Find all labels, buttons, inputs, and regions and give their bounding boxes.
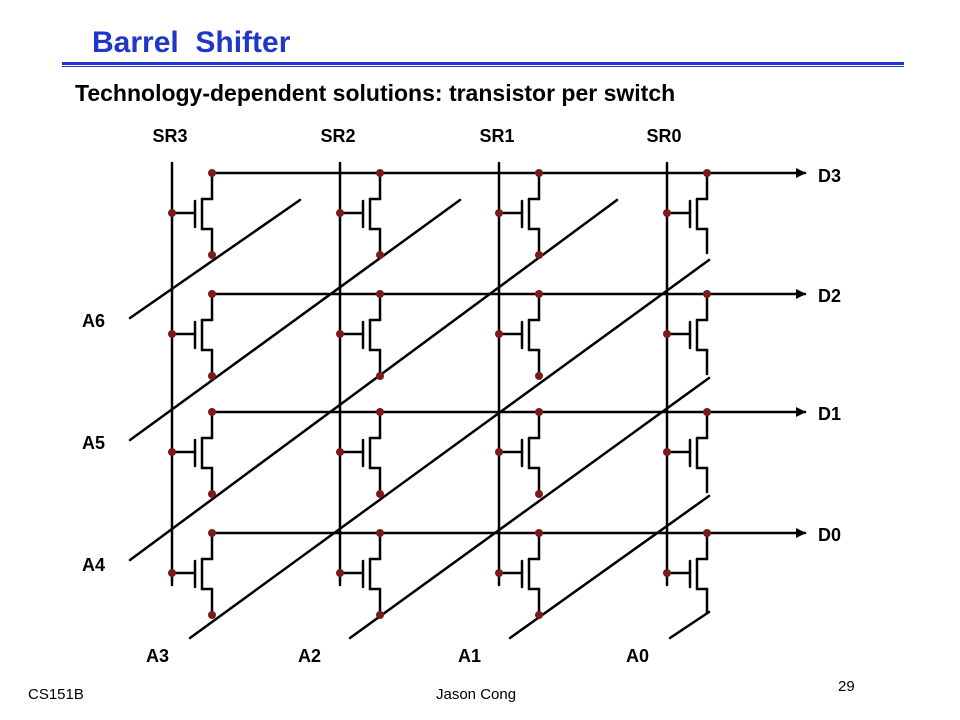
transistor-r1-c2-drain-node bbox=[535, 290, 543, 298]
transistor-r1-c2-source-node bbox=[535, 372, 543, 380]
transistor-r0-c1-source-node bbox=[376, 251, 384, 259]
transistor-r3-c1-gate-node bbox=[336, 569, 344, 577]
slide-title: Barrel Shifter bbox=[92, 26, 291, 59]
input-line-a3 bbox=[188, 258, 711, 640]
transistor-r3-c2-drain-node bbox=[535, 529, 543, 537]
transistor-r3-c3-gate-node bbox=[663, 569, 671, 577]
label-a0: A0 bbox=[626, 646, 649, 666]
transistor-r3-c3-drain-node bbox=[703, 529, 711, 537]
input-line-a5 bbox=[128, 198, 462, 442]
transistor-r2-c2-drain-node bbox=[535, 408, 543, 416]
transistor-r0-c0-source-node bbox=[208, 251, 216, 259]
transistor-r1-c1-drain-node bbox=[376, 290, 384, 298]
transistor-r0-c1-drain-node bbox=[376, 169, 384, 177]
transistor-r1-c0-gate-node bbox=[168, 330, 176, 338]
footer-author: Jason Cong bbox=[436, 686, 517, 703]
transistor-r1-c0-drain-node bbox=[208, 290, 216, 298]
transistor-r2-c2-gate-node bbox=[495, 448, 503, 456]
transistor-r1-c0-source-node bbox=[208, 372, 216, 380]
transistor-r2-c0-drain-node bbox=[208, 408, 216, 416]
label-a4: A4 bbox=[82, 555, 105, 575]
title-underline bbox=[62, 62, 904, 65]
label-sr3: SR3 bbox=[152, 126, 187, 146]
transistor-r1-c3-drain-node bbox=[703, 290, 711, 298]
footer-page-number: 29 bbox=[838, 678, 855, 695]
label-sr1: SR1 bbox=[479, 126, 514, 146]
label-d3: D3 bbox=[818, 166, 841, 186]
transistor-r0-c2-gate-node bbox=[495, 209, 503, 217]
transistor-r2-c1-drain-node bbox=[376, 408, 384, 416]
label-a1: A1 bbox=[458, 646, 481, 666]
transistor-r0-c0-drain-node bbox=[208, 169, 216, 177]
input-line-a1 bbox=[508, 494, 711, 640]
transistor-r2-c2-source-node bbox=[535, 490, 543, 498]
label-a2: A2 bbox=[298, 646, 321, 666]
title-underline-thin bbox=[62, 66, 904, 67]
node-layer bbox=[168, 169, 711, 619]
input-line-a4 bbox=[128, 198, 619, 562]
label-sr2: SR2 bbox=[320, 126, 355, 146]
input-line-a0 bbox=[668, 610, 711, 640]
transistor-r2-c3-drain-node bbox=[703, 408, 711, 416]
slide-subtitle: Technology-dependent solutions: transist… bbox=[75, 80, 676, 106]
transistor-r2-c3-gate-node bbox=[663, 448, 671, 456]
label-a6: A6 bbox=[82, 311, 105, 331]
wire-layer bbox=[128, 161, 807, 640]
transistor-r3-c2-source-node bbox=[535, 611, 543, 619]
transistor-r0-c2-drain-node bbox=[535, 169, 543, 177]
transistor-r3-c2-gate-node bbox=[495, 569, 503, 577]
transistor-r3-c1-source-node bbox=[376, 611, 384, 619]
transistor-r0-c0-gate-node bbox=[168, 209, 176, 217]
label-d0: D0 bbox=[818, 525, 841, 545]
transistor-r1-c3-gate-node bbox=[663, 330, 671, 338]
footer-course: CS151B bbox=[28, 686, 84, 703]
transistor-r0-c2-source-node bbox=[535, 251, 543, 259]
input-line-a6 bbox=[128, 198, 302, 320]
label-d1: D1 bbox=[818, 404, 841, 424]
label-a3: A3 bbox=[146, 646, 169, 666]
transistor-r3-c0-source-node bbox=[208, 611, 216, 619]
transistor-r1-c1-source-node bbox=[376, 372, 384, 380]
transistor-r2-c0-gate-node bbox=[168, 448, 176, 456]
transistor-r0-c3-drain-node bbox=[703, 169, 711, 177]
transistor-r0-c1-gate-node bbox=[336, 209, 344, 217]
label-sr0: SR0 bbox=[646, 126, 681, 146]
transistor-r2-c0-source-node bbox=[208, 490, 216, 498]
transistor-r3-c0-gate-node bbox=[168, 569, 176, 577]
transistor-r2-c1-gate-node bbox=[336, 448, 344, 456]
transistor-r1-c2-gate-node bbox=[495, 330, 503, 338]
transistor-r0-c3-gate-node bbox=[663, 209, 671, 217]
transistor-r2-c1-source-node bbox=[376, 490, 384, 498]
label-a5: A5 bbox=[82, 433, 105, 453]
input-line-a2 bbox=[348, 376, 711, 640]
transistor-r3-c1-drain-node bbox=[376, 529, 384, 537]
transistor-r1-c1-gate-node bbox=[336, 330, 344, 338]
transistor-r3-c0-drain-node bbox=[208, 529, 216, 537]
label-d2: D2 bbox=[818, 286, 841, 306]
